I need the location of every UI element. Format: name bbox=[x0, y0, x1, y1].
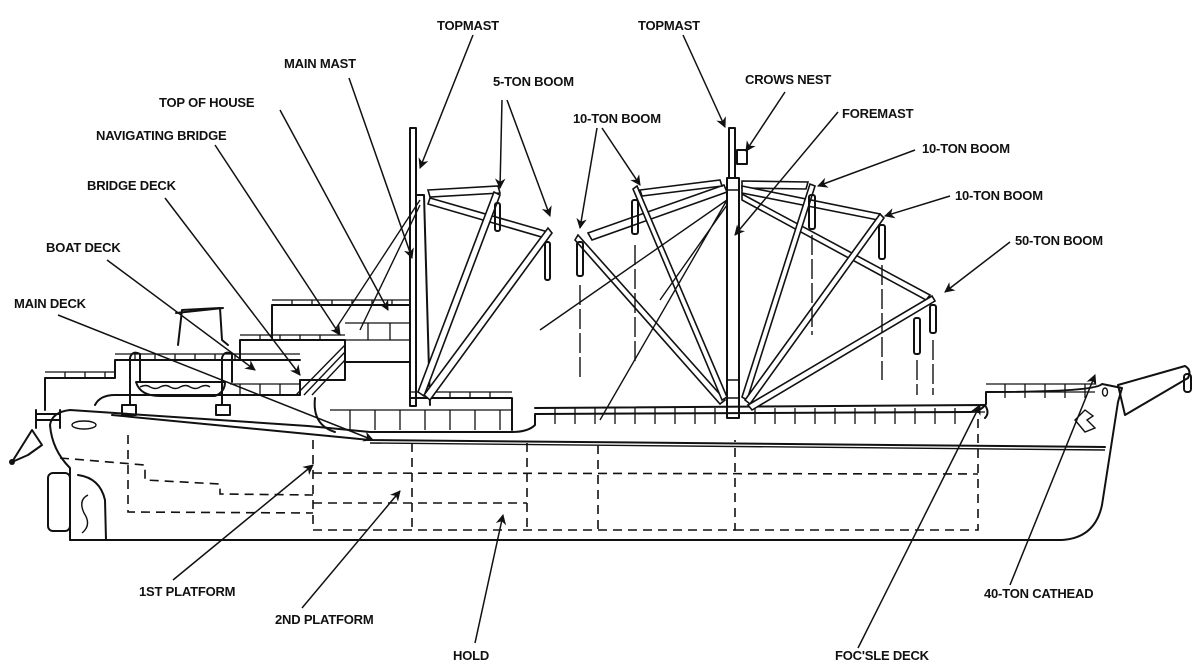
cathead bbox=[1117, 365, 1192, 416]
label-second-platform: 2ND PLATFORM bbox=[275, 612, 373, 627]
label-focsle-deck: FOC'SLE DECK bbox=[835, 648, 930, 663]
label-main-mast: MAIN MAST bbox=[284, 56, 356, 71]
label-ten-ton-boom-fwd-2: 10-TON BOOM bbox=[955, 188, 1043, 203]
ten-ton-boom-aft-2 bbox=[632, 184, 729, 402]
leader-lines bbox=[57, 34, 1097, 649]
labels: TOPMAST MAIN MAST 5-TON BOOM TOP OF HOUS… bbox=[14, 18, 1103, 663]
five-ton-boom-2 bbox=[422, 226, 554, 402]
label-bridge-deck: BRIDGE DECK bbox=[87, 178, 177, 193]
main-deck-rail bbox=[534, 383, 1109, 433]
label-crows-nest: CROWS NEST bbox=[745, 72, 831, 87]
fifty-ton-boom bbox=[746, 294, 937, 412]
label-first-platform: 1ST PLATFORM bbox=[139, 584, 235, 599]
label-ten-ton-boom-fwd-1: 10-TON BOOM bbox=[922, 141, 1010, 156]
label-ten-ton-boom-aft: 10-TON BOOM bbox=[573, 111, 661, 126]
ten-ton-boom-fwd-2 bbox=[743, 212, 886, 406]
internal-decks bbox=[59, 412, 979, 531]
label-forty-ton-cathead: 40-TON CATHEAD bbox=[984, 586, 1093, 601]
main-mast bbox=[334, 127, 554, 407]
lifeboat bbox=[135, 381, 226, 397]
label-foremast: FOREMAST bbox=[842, 106, 914, 121]
label-five-ton-boom: 5-TON BOOM bbox=[493, 74, 574, 89]
crows-nest bbox=[736, 149, 748, 165]
rudder bbox=[47, 472, 71, 532]
anchor-icon bbox=[1074, 409, 1097, 433]
label-main-deck: MAIN DECK bbox=[14, 296, 87, 311]
propeller-icon bbox=[81, 494, 89, 534]
label-top-of-house: TOP OF HOUSE bbox=[159, 95, 255, 110]
label-topmast-aft: TOPMAST bbox=[437, 18, 499, 33]
five-ton-boom-1 bbox=[417, 190, 502, 398]
funnel bbox=[177, 307, 229, 346]
label-topmast-fwd: TOPMAST bbox=[638, 18, 700, 33]
label-hold: HOLD bbox=[453, 648, 489, 663]
label-navigating-bridge: NAVIGATING BRIDGE bbox=[96, 128, 227, 143]
label-boat-deck: BOAT DECK bbox=[46, 240, 121, 255]
label-fifty-ton-boom: 50-TON BOOM bbox=[1015, 233, 1103, 248]
foremast bbox=[539, 127, 937, 421]
ten-ton-boom-aft-1 bbox=[574, 233, 727, 406]
